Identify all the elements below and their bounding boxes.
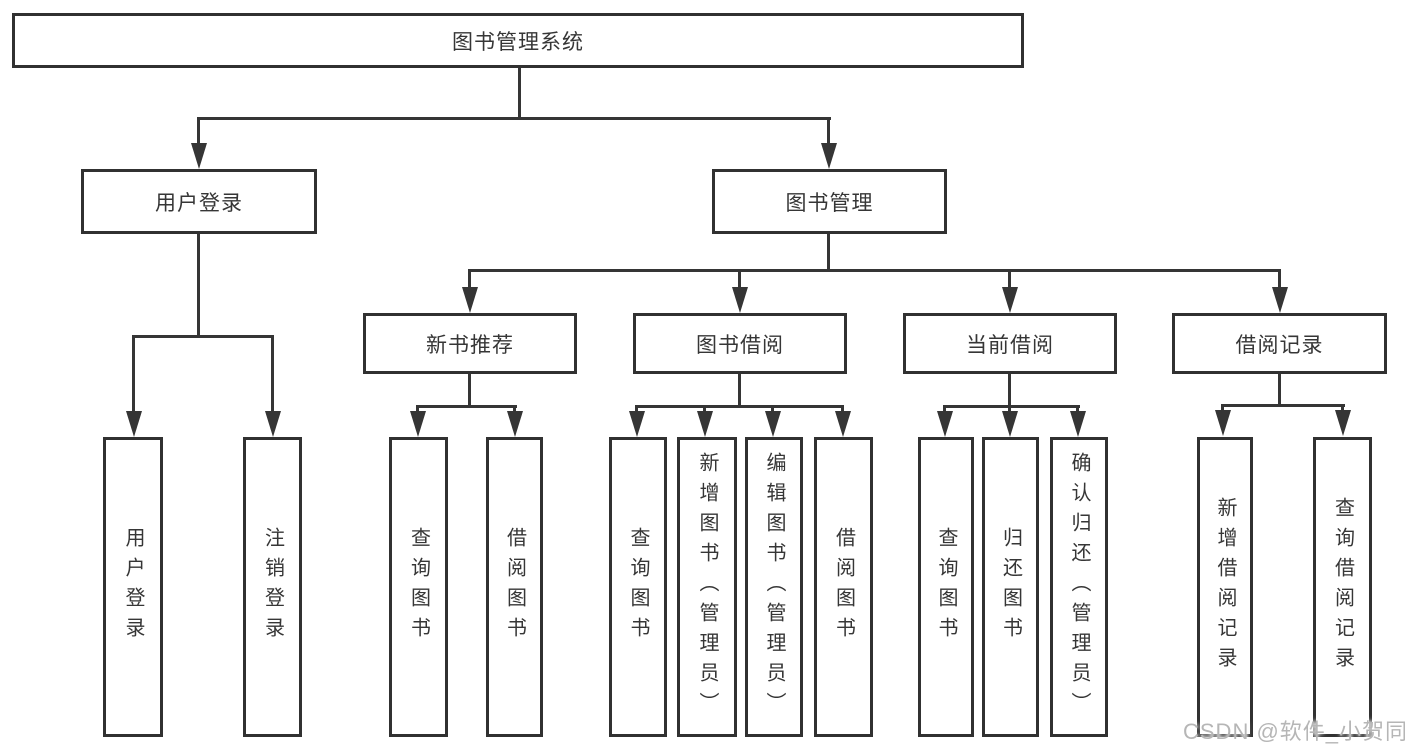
arrow-down-book-management	[821, 143, 837, 169]
leaf-cb-confirm-return-admin: 确认归还（管理员）	[1050, 437, 1108, 737]
arrow-down-rec-borrow	[507, 411, 523, 437]
node-book-borrowing: 图书借阅	[633, 313, 847, 374]
connector-drop-bb-borrow	[841, 405, 844, 415]
leaf-bb-query-books-label: 查询图书	[627, 527, 649, 647]
leaf-bb-add-books-admin-label: 新增图书（管理员）	[696, 452, 718, 722]
node-user-login-label: 用户登录	[155, 191, 243, 215]
connector-drop-rec-query	[416, 405, 419, 415]
csdn-watermark: CSDN @软件_小贺同学	[1183, 719, 1405, 744]
leaf-bb-borrow-books-label: 借阅图书	[832, 527, 855, 647]
node-library-management-system: 图书管理系统	[12, 13, 1024, 68]
arrow-down-borrowing-records	[1272, 287, 1288, 313]
connector-current-borrowing-rail	[943, 405, 1080, 408]
leaf-cb-return-books-label: 归还图书	[999, 527, 1022, 647]
arrow-down-book-borrowing	[732, 287, 748, 313]
connector-drop-current-borrowing	[1008, 269, 1011, 289]
arrow-down-bb-edit	[765, 411, 781, 437]
node-book-management-label: 图书管理	[785, 191, 874, 215]
connector-drop-borrowing-records	[1278, 269, 1281, 289]
leaf-rec-query-books: 查询图书	[389, 437, 448, 737]
arrow-down-bb-query	[629, 411, 645, 437]
arrow-down-current-borrowing	[1002, 287, 1018, 313]
arrow-down-leaf-logout	[265, 411, 281, 437]
node-library-management-system-label: 图书管理系统	[452, 30, 584, 54]
connector-book-borrowing-stub	[738, 374, 741, 408]
leaf-user-login-label: 用户登录	[122, 527, 144, 647]
leaf-bb-add-books-admin: 新增图书（管理员）	[677, 437, 737, 737]
arrow-down-bb-borrow	[835, 411, 851, 437]
leaf-br-add-record-label: 新增借阅记录	[1214, 497, 1236, 677]
connector-drop-cb-confirm	[1076, 405, 1079, 415]
connector-drop-rec-borrow	[513, 405, 516, 415]
connector-drop-br-query	[1341, 404, 1344, 414]
connector-drop-leaf-login	[132, 335, 135, 415]
connector-drop-book-management	[827, 117, 830, 147]
leaf-bb-edit-books-admin: 编辑图书（管理员）	[745, 437, 803, 737]
leaf-rec-borrow-books-label: 借阅图书	[503, 527, 526, 647]
leaf-br-query-record: 查询借阅记录	[1313, 437, 1372, 737]
connector-drop-cb-query	[943, 405, 946, 415]
node-borrowing-records-label: 借阅记录	[1235, 333, 1324, 357]
connector-drop-bb-query	[635, 405, 638, 415]
node-current-borrowing-label: 当前借阅	[966, 333, 1054, 357]
connector-new-book-stub	[468, 374, 471, 408]
node-book-borrowing-label: 图书借阅	[696, 333, 784, 357]
connector-drop-br-add	[1221, 404, 1224, 414]
leaf-cb-query-books: 查询图书	[918, 437, 974, 737]
arrow-down-user-login	[191, 143, 207, 169]
node-current-borrowing: 当前借阅	[903, 313, 1117, 374]
connector-drop-bb-edit	[771, 405, 774, 415]
connector-drop-new-book	[468, 269, 471, 289]
leaf-bb-borrow-books: 借阅图书	[814, 437, 873, 737]
node-new-book-recommendation-label: 新书推荐	[426, 333, 514, 357]
leaf-user-login: 用户登录	[103, 437, 163, 737]
arrow-down-new-book	[462, 287, 478, 313]
leaf-bb-edit-books-admin-label: 编辑图书（管理员）	[763, 452, 785, 722]
connector-borrowing-records-rail	[1221, 404, 1345, 407]
connector-level3-rail	[468, 269, 1281, 272]
leaf-cb-query-books-label: 查询图书	[935, 527, 957, 647]
node-user-login: 用户登录	[81, 169, 317, 234]
arrow-down-cb-return	[1002, 411, 1018, 437]
leaf-rec-query-books-label: 查询图书	[407, 527, 430, 647]
leaf-logout-label: 注销登录	[261, 527, 284, 647]
connector-drop-cb-return	[1008, 405, 1011, 415]
connector-book-management-stub	[827, 234, 830, 272]
connector-current-borrowing-stub	[1008, 374, 1011, 408]
arrow-down-cb-confirm	[1070, 411, 1086, 437]
connector-drop-leaf-logout	[271, 335, 274, 415]
arrow-down-br-add	[1215, 410, 1231, 436]
node-borrowing-records: 借阅记录	[1172, 313, 1387, 374]
connector-level2-rail	[197, 117, 831, 120]
leaf-logout: 注销登录	[243, 437, 302, 737]
connector-drop-book-borrowing	[738, 269, 741, 289]
leaf-bb-query-books: 查询图书	[609, 437, 667, 737]
connector-borrowing-records-stub	[1278, 374, 1281, 407]
connector-new-book-rail	[416, 405, 517, 408]
arrow-down-br-query	[1335, 410, 1351, 436]
leaf-rec-borrow-books: 借阅图书	[486, 437, 543, 737]
arrow-down-cb-query	[937, 411, 953, 437]
node-book-management: 图书管理	[712, 169, 947, 234]
leaf-br-add-record: 新增借阅记录	[1197, 437, 1253, 737]
arrow-down-bb-add	[697, 411, 713, 437]
leaf-br-query-record-label: 查询借阅记录	[1331, 497, 1354, 677]
arrow-down-leaf-login	[126, 411, 142, 437]
leaf-cb-return-books: 归还图书	[982, 437, 1039, 737]
connector-book-borrowing-rail	[635, 405, 844, 408]
node-new-book-recommendation: 新书推荐	[363, 313, 577, 374]
connector-drop-bb-add	[703, 405, 706, 415]
connector-user-login-rail	[132, 335, 274, 338]
connector-drop-user-login	[197, 117, 200, 147]
arrow-down-rec-query	[410, 411, 426, 437]
leaf-cb-confirm-return-admin-label: 确认归还（管理员）	[1068, 452, 1090, 722]
connector-user-login-stub	[197, 234, 200, 338]
connector-root-stub	[518, 68, 521, 120]
